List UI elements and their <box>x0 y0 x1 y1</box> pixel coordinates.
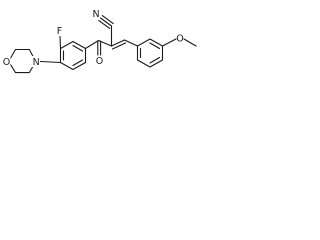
alkene-double-bond <box>111 42 127 50</box>
nitrile-triple-bond <box>98 19 111 29</box>
morpholine-nitrogen-label: N <box>33 57 40 68</box>
methoxyphenyl-double-bond <box>149 56 161 64</box>
fluorine-label: F <box>57 26 62 37</box>
fluorophenyl-double-bond <box>72 44 84 52</box>
nitrile-triple-bond <box>99 17 113 27</box>
methoxyphenyl-ring-bonds <box>136 38 164 68</box>
methoxyphenyl-ring <box>136 38 197 68</box>
aryl-methoxy-bond <box>161 38 177 47</box>
methoxy-oxygen-label: O <box>176 34 183 45</box>
morpholine-n-mask <box>32 56 40 67</box>
morpholine-o-mask <box>2 56 11 67</box>
alkene-double-bond <box>110 39 126 47</box>
molecule-drawing: O N F O N O <box>2 9 197 74</box>
c-f-bond <box>59 35 62 50</box>
aryl-carbonyl-bond <box>84 39 100 50</box>
vinyl-aryl-bond <box>123 39 139 47</box>
fluorophenyl-ring <box>39 35 100 71</box>
alkene-nitrile <box>98 15 139 50</box>
nitrile-triple-bond <box>101 15 114 25</box>
morpholine-oxygen-label: O <box>3 57 10 68</box>
ketone-oxygen-label: O <box>96 56 103 67</box>
chemical-structure: O N F O N O <box>0 0 222 94</box>
fluorophenyl-double-bond <box>72 59 84 67</box>
nitrile-nitrogen-label: N <box>92 9 99 20</box>
methoxyphenyl-double-bond <box>149 42 161 50</box>
ketone-group <box>97 39 113 56</box>
methyl-bond <box>183 38 197 47</box>
n-aryl-bond <box>39 60 62 64</box>
